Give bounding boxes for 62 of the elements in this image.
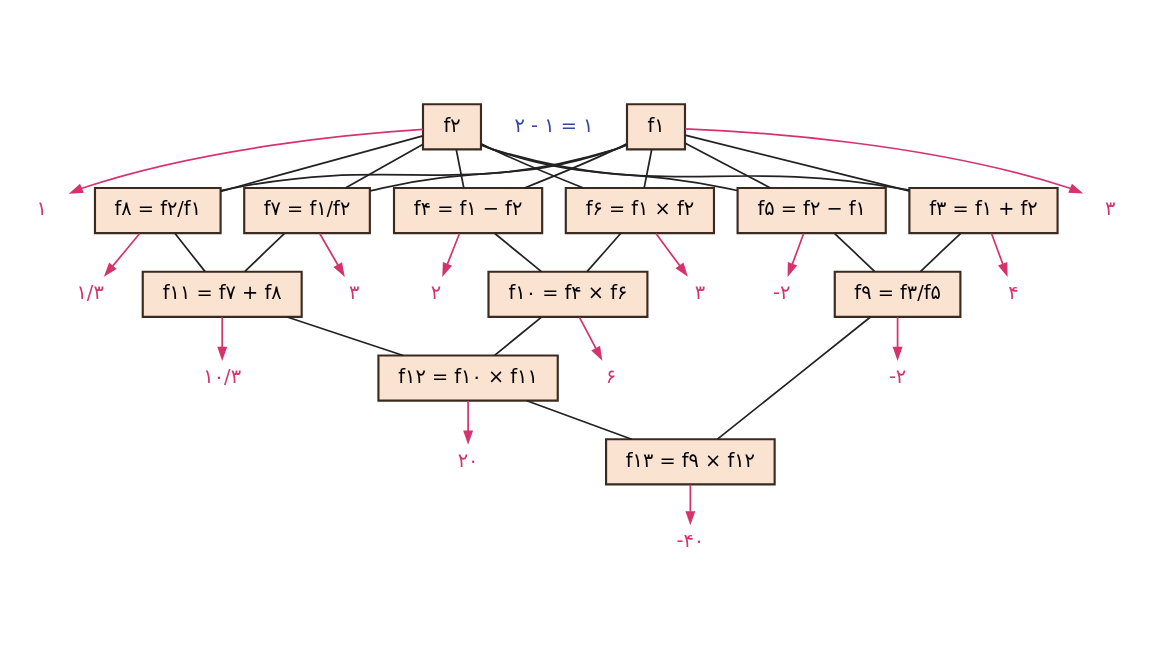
connector (833, 232, 876, 272)
connector (480, 143, 910, 191)
connector (455, 148, 465, 189)
arrow (655, 232, 688, 277)
connector (716, 315, 872, 440)
label: ۲ - ۱ = ۱ (514, 113, 594, 137)
arrow (685, 483, 696, 525)
node-box: f۸ = f۲/f۱ (93, 186, 222, 234)
connector (494, 232, 543, 272)
arrow (990, 232, 1008, 277)
connector (523, 142, 628, 189)
node-text: ۱۰/۳ (203, 364, 242, 388)
node-text: -۲ (772, 280, 791, 304)
node-box: f۲ (421, 102, 483, 150)
node-box: f۳ = f۱ + f۲ (908, 186, 1059, 234)
connector (174, 232, 206, 272)
arrow (787, 232, 805, 277)
node-box: f۵ = f۲ − f۱ (736, 186, 887, 234)
connector (219, 143, 628, 191)
arrow (442, 232, 461, 277)
node-text: -۴۰ (676, 528, 705, 552)
node-text: ۱/۳ (76, 280, 104, 304)
node-box: f۱ (625, 102, 687, 150)
connector (480, 143, 739, 191)
connector (525, 399, 633, 440)
node-text: ۳ (1104, 196, 1116, 220)
node-text: ۲۰ (457, 448, 479, 472)
connector (243, 232, 286, 272)
connector (369, 143, 628, 192)
arrow (103, 232, 141, 277)
connector (286, 315, 405, 356)
node-box: f۱۱ = f۷ + f۸ (141, 270, 303, 318)
node-box: f۱۰ = f۴ × f۶ (487, 270, 649, 318)
node-text: ۳ (349, 280, 360, 304)
arrow (318, 232, 345, 277)
connector (919, 232, 962, 272)
arrow (217, 315, 228, 361)
node-text: ۱ (36, 196, 48, 220)
node-box: f۶ = f۱ × f۲ (564, 186, 716, 234)
connector (684, 141, 772, 189)
node-box: f۹ = f۳/f۵ (833, 270, 962, 318)
arrow (463, 399, 474, 445)
connector (220, 134, 424, 192)
connector (344, 143, 424, 189)
connector (480, 142, 585, 189)
node-box: f۱۲ = f۱۰ × f۱۱ (377, 353, 559, 402)
connector (684, 133, 910, 192)
node-text: ۲ (430, 280, 442, 304)
node-text: ۶ (605, 364, 617, 388)
node-text: -۲ (888, 364, 907, 388)
arrow (684, 127, 1084, 194)
arrow (578, 315, 603, 361)
connector (586, 232, 622, 272)
arrow (68, 128, 424, 194)
connector (643, 148, 653, 189)
node-box: f۴ = f۱ − f۲ (392, 186, 544, 234)
arrow (892, 315, 903, 361)
node-text: ۴ (1008, 280, 1019, 304)
connector (493, 315, 543, 356)
node-box: f۷ = f۱/f۲ (243, 186, 371, 234)
node-text: ۳ (694, 280, 706, 304)
node-box: f۱۳ = f۹ × f۱۲ (605, 437, 776, 485)
